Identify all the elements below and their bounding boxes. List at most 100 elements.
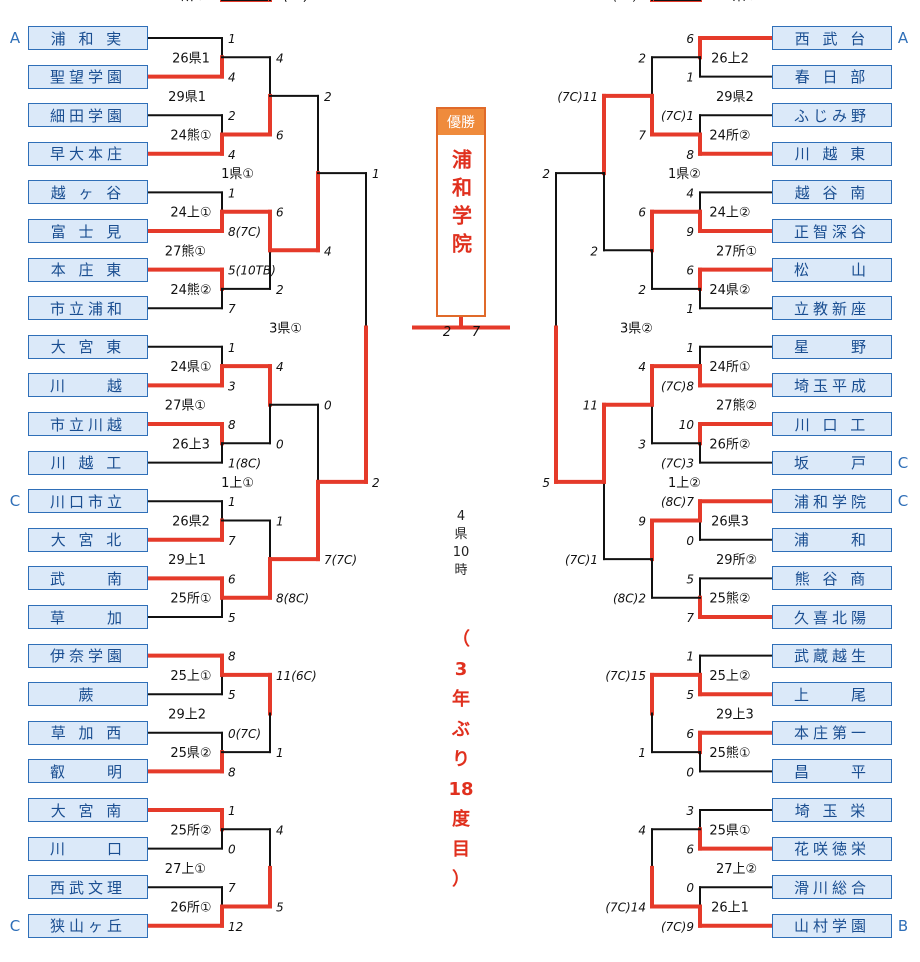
match-score: 7 — [686, 611, 694, 625]
match-label: 1上② — [668, 476, 701, 491]
team-box: 伊奈学園 — [28, 643, 148, 668]
team-box: 越 ヶ 谷 — [28, 180, 148, 205]
match-score: 3 — [686, 804, 694, 818]
match-label: 24県② — [709, 283, 750, 298]
match-score: (7C)2 — [613, 0, 646, 3]
match-score: 2 — [542, 167, 550, 181]
team-box: 本庄第一 — [772, 720, 892, 745]
match-score: 0(8C) — [276, 0, 309, 3]
match-label: 26県1 — [172, 51, 210, 66]
final-schedule: 4 県 10 時 — [449, 508, 473, 580]
match-score: 1 — [638, 746, 646, 760]
team-box: 埼玉平成 — [772, 373, 892, 398]
match-score: 0 — [686, 881, 694, 895]
match-score: 8(8C) — [276, 0, 309, 3]
match-label: 29所① — [165, 0, 206, 4]
note-char: ぶ — [452, 719, 470, 740]
match-label: 25熊① — [709, 745, 750, 761]
match-label: 26上2 — [711, 51, 749, 66]
match-score: 2 — [228, 109, 236, 123]
champion-label: 優勝 — [438, 109, 484, 135]
match-score: 12 — [228, 920, 243, 934]
match-score: 2 — [638, 0, 646, 3]
seed-label: C — [9, 916, 21, 935]
match-label: 25上① — [170, 669, 211, 684]
match-score: 6 — [228, 572, 236, 586]
team-box: 花咲徳栄 — [772, 836, 892, 861]
match-label: 27熊② — [716, 398, 757, 414]
match-score: 8(8C) — [276, 592, 309, 606]
match-label: 26上3 — [172, 437, 210, 452]
champion-name: 浦和学院 — [448, 149, 473, 261]
match-score: 14 — [631, 0, 646, 3]
team-box: 立教新座 — [772, 296, 892, 321]
team-box: 滑川総合 — [772, 875, 892, 900]
team-box: 早大本庄 — [28, 141, 148, 166]
match-score: 4 — [638, 360, 646, 374]
match-score: (7C)8 — [661, 379, 694, 393]
match-score: 5(10TB) — [228, 264, 276, 278]
team-box: 熊 谷 商 — [772, 566, 892, 591]
match-score: 2 — [372, 476, 380, 490]
team-box: 星 野 — [772, 334, 892, 359]
final-score: 7 — [472, 325, 481, 340]
match-label: 25県① — [709, 823, 750, 838]
match-label: 27県① — [165, 399, 206, 414]
note-char: 18 — [448, 779, 474, 800]
match-label: 29県1 — [168, 90, 206, 105]
match-score: 6 — [686, 727, 694, 741]
match-score: 4 — [686, 186, 694, 200]
match-score: 1 — [686, 341, 694, 355]
team-box: 坂 戸 — [772, 450, 892, 475]
match-score: 5 — [542, 476, 550, 490]
match-score: 1 — [686, 71, 694, 85]
match-score: (7C)11 — [557, 90, 598, 104]
team-box: 大 宮 北 — [28, 527, 148, 552]
team-box: 昌 平 — [772, 759, 892, 784]
match-score: 3 — [228, 379, 236, 393]
seed-label: C — [897, 453, 909, 472]
match-label: 29県2 — [716, 90, 754, 105]
match-score: 1(8C) — [228, 457, 261, 471]
match-score: 1 — [686, 302, 694, 316]
match-score: 7 — [228, 534, 236, 548]
team-box: 狭山ヶ丘 — [28, 913, 148, 938]
note-char: 目 — [452, 839, 470, 860]
match-score: 1 — [686, 650, 694, 664]
match-label: 1上① — [221, 476, 254, 491]
match-score: 5 — [686, 688, 694, 702]
team-box: 叡 明 — [28, 759, 148, 784]
team-box: 松 山 — [772, 257, 892, 282]
final-info-line: 時 — [454, 563, 468, 578]
team-box: 大 宮 南 — [28, 798, 148, 822]
match-label: 29上2 — [168, 708, 206, 723]
match-score: 1 — [276, 746, 284, 760]
match-score: 5 — [686, 572, 694, 586]
match-score: 0 — [686, 765, 694, 779]
team-box: 市立川越 — [28, 412, 148, 436]
match-label: 24熊① — [170, 128, 211, 144]
match-label: 27上① — [165, 862, 206, 877]
match-score: 4 — [228, 148, 236, 162]
match-score: 0 — [324, 399, 332, 413]
match-label: 26所② — [709, 437, 750, 452]
match-label: 27所① — [716, 244, 757, 259]
match-label: 24上① — [170, 206, 211, 221]
match-score: 4 — [228, 71, 236, 85]
match-score: 8 — [228, 765, 236, 779]
match-score: 4 — [276, 51, 284, 65]
team-box: 武蔵越生 — [772, 643, 892, 668]
match-label: 24所① — [709, 360, 750, 375]
seed-label: A — [9, 29, 21, 47]
match-label: 29所② — [716, 553, 757, 568]
match-score: 11(6C) — [276, 669, 317, 683]
match-score: 6 — [686, 32, 694, 46]
match-score: 6 — [276, 129, 284, 143]
final-info-line: 10 — [452, 545, 470, 560]
match-score: 5 — [228, 688, 236, 702]
match-score: 2 — [276, 283, 284, 297]
team-box: 川口市立 — [28, 489, 148, 514]
match-label: 26所① — [170, 901, 211, 916]
team-box: 上 尾 — [772, 682, 892, 707]
